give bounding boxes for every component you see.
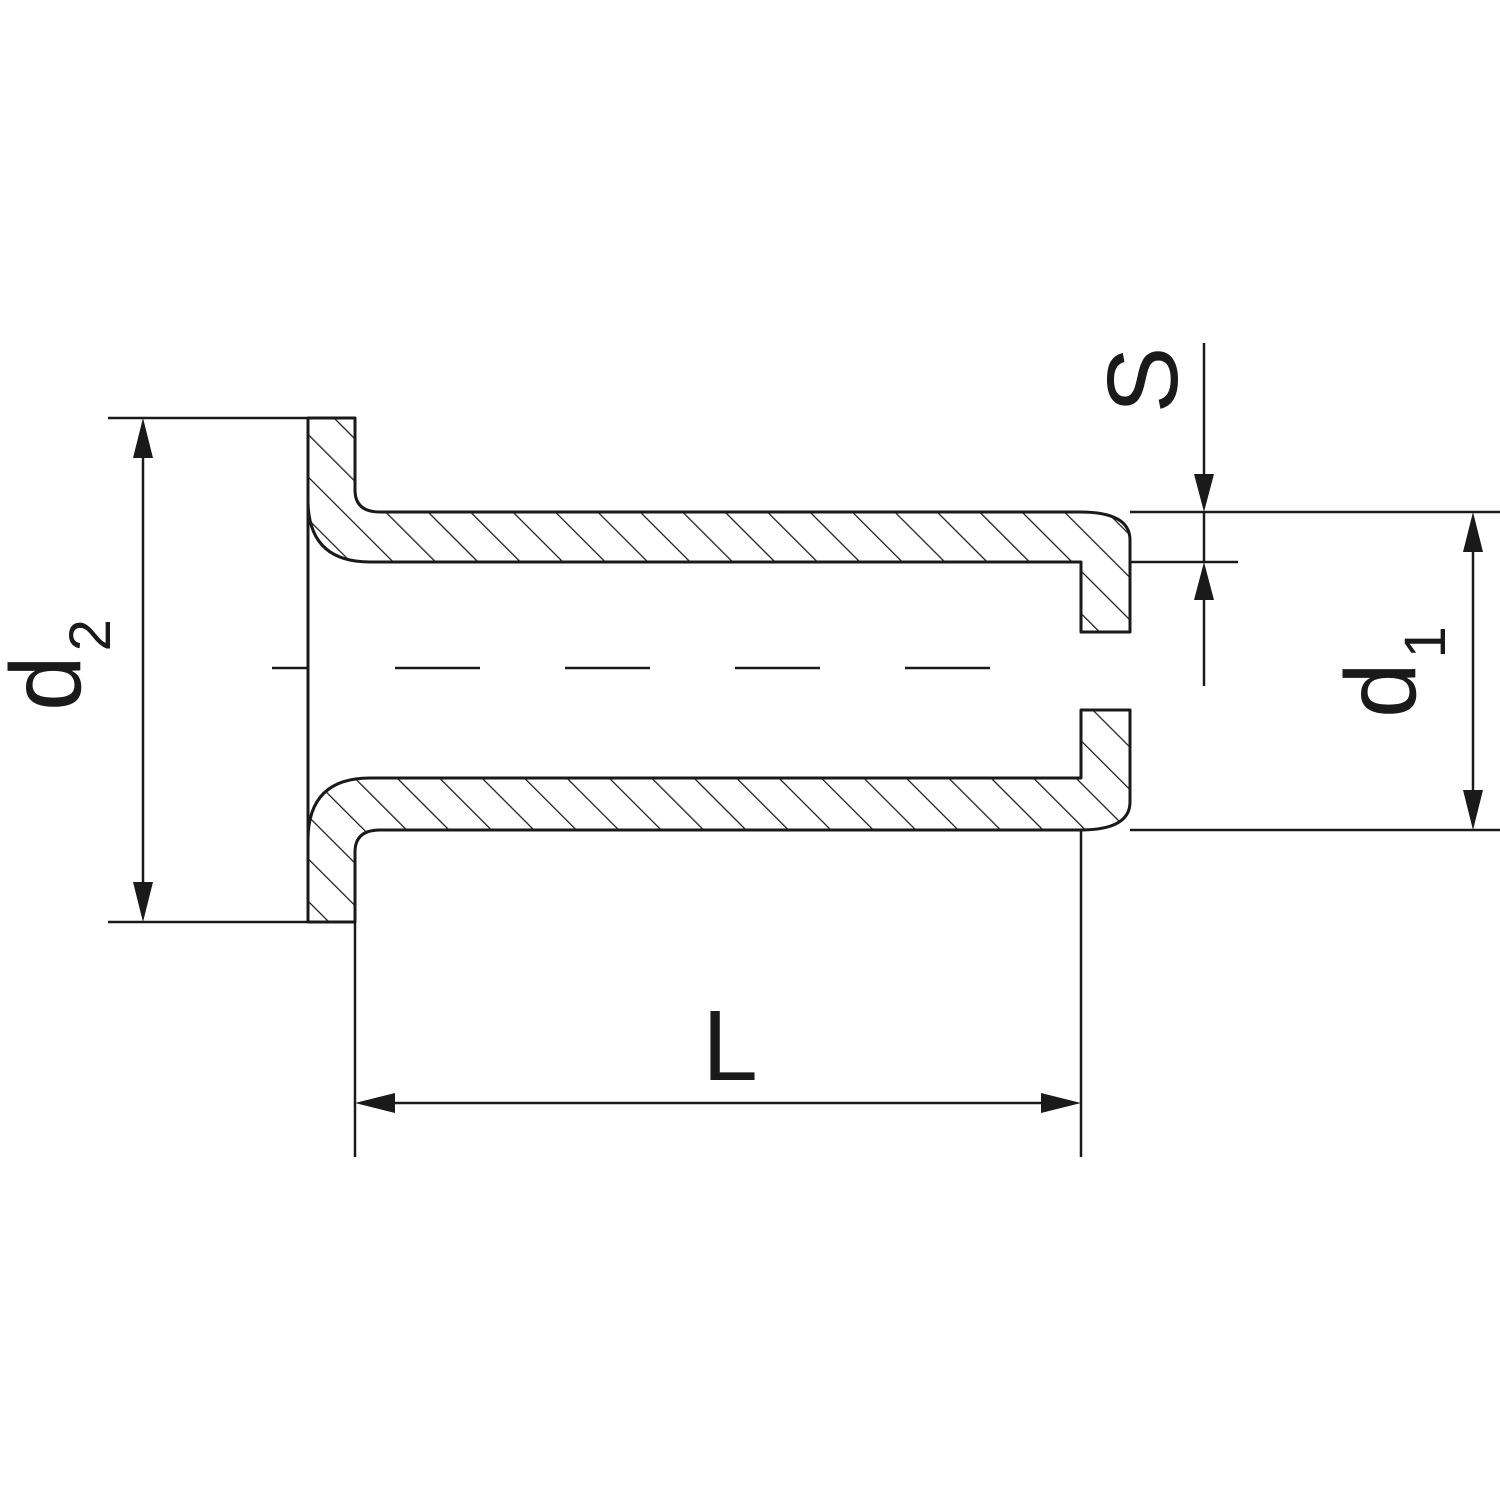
d1-arrow-bottom bbox=[1463, 790, 1483, 830]
dimension-l: L bbox=[353, 830, 1083, 1157]
s-label: S bbox=[1087, 347, 1199, 414]
d2-arrow-bottom bbox=[133, 882, 153, 922]
upper-wall-section bbox=[306, 416, 1132, 634]
d2-label: d2 bbox=[0, 619, 123, 711]
d2-arrow-top bbox=[133, 418, 153, 458]
l-arrow-left bbox=[355, 1093, 395, 1113]
s-arrow-bottom bbox=[1194, 562, 1214, 600]
dimension-d1: d1 bbox=[1130, 510, 1500, 832]
l-arrow-right bbox=[1041, 1093, 1081, 1113]
eyelet-section bbox=[306, 416, 1132, 924]
s-arrow-top bbox=[1194, 474, 1214, 512]
d1-label: d1 bbox=[1325, 626, 1458, 718]
dimension-d2: d2 bbox=[0, 416, 308, 924]
dimension-s: S bbox=[1087, 343, 1238, 686]
lower-wall-section bbox=[306, 708, 1132, 924]
d1-arrow-top bbox=[1463, 512, 1483, 552]
l-label: L bbox=[702, 990, 758, 1102]
